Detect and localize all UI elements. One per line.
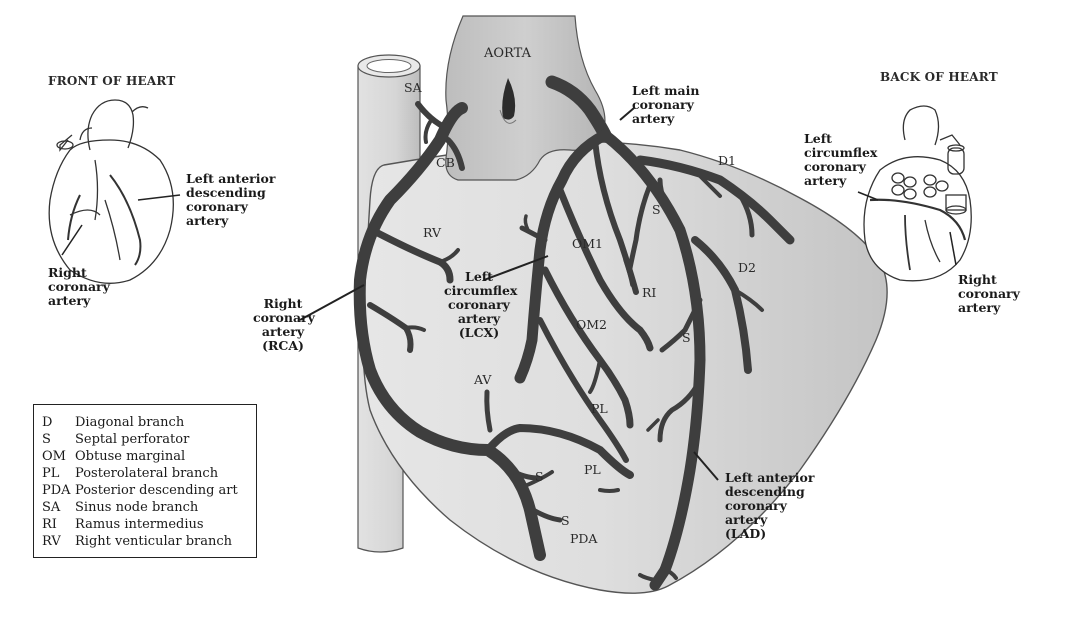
- back-heart-thumbnail: [857, 105, 972, 282]
- aortic-opening: [502, 78, 516, 120]
- cb-branch: [445, 137, 465, 171]
- om2-label: OM2: [576, 317, 607, 332]
- lcx-callout: Left circumflex coronary artery (LCX): [444, 269, 518, 340]
- pl-vessel: [537, 317, 629, 463]
- pda-branch: [507, 467, 541, 481]
- rv-label: RV: [423, 225, 441, 240]
- pl-label-upper: PL: [591, 401, 608, 416]
- back-of-heart-title: BACK OF HEART: [880, 70, 998, 84]
- left-main-vessel: [545, 75, 612, 142]
- om1-vessel: [556, 186, 654, 352]
- heart-body: [362, 140, 888, 594]
- septal-label-right: S: [682, 330, 691, 345]
- aorta-label: AORTA: [484, 46, 531, 61]
- rca-callout: Right coronary artery (RCA): [253, 296, 315, 353]
- sa-branch: [415, 101, 449, 131]
- pda-label: PDA: [570, 531, 598, 546]
- sa-label: SA: [404, 80, 422, 95]
- septal-label-lower-2: S: [561, 513, 570, 528]
- back-lcx-callout: Left circumflex coronary artery: [804, 131, 878, 188]
- d1-label: D1: [718, 153, 736, 168]
- back-rca-callout: Right coronary artery: [958, 272, 1020, 315]
- cb-label: CB: [436, 155, 455, 170]
- lcx-vessel: [514, 129, 611, 384]
- front-rca-callout: Right coronary artery: [48, 265, 110, 308]
- front-of-heart-title: FRONT OF HEART: [48, 74, 176, 88]
- pl-label-lower: PL: [584, 462, 601, 477]
- callout-lines: [299, 107, 719, 481]
- lad-callout: Left anterior descending coronary artery…: [725, 470, 815, 541]
- ri-label: RI: [642, 285, 657, 300]
- coronary-arteries: [353, 75, 795, 591]
- om2-vessel: [541, 266, 634, 429]
- av-label: AV: [474, 372, 492, 387]
- aorta: [445, 15, 606, 181]
- lad-vessel: [599, 129, 706, 591]
- septal-label-lower-1: S: [535, 469, 544, 484]
- av-branch: [484, 424, 634, 479]
- front-heart-thumbnail: [48, 99, 181, 284]
- left-main-callout: Left main coronary artery: [632, 83, 700, 126]
- front-lad-callout: Left anterior descending coronary artery: [186, 171, 276, 228]
- om1-label: OM1: [572, 236, 603, 251]
- septal-label-upper: S: [652, 202, 661, 217]
- d2-label: D2: [738, 260, 756, 275]
